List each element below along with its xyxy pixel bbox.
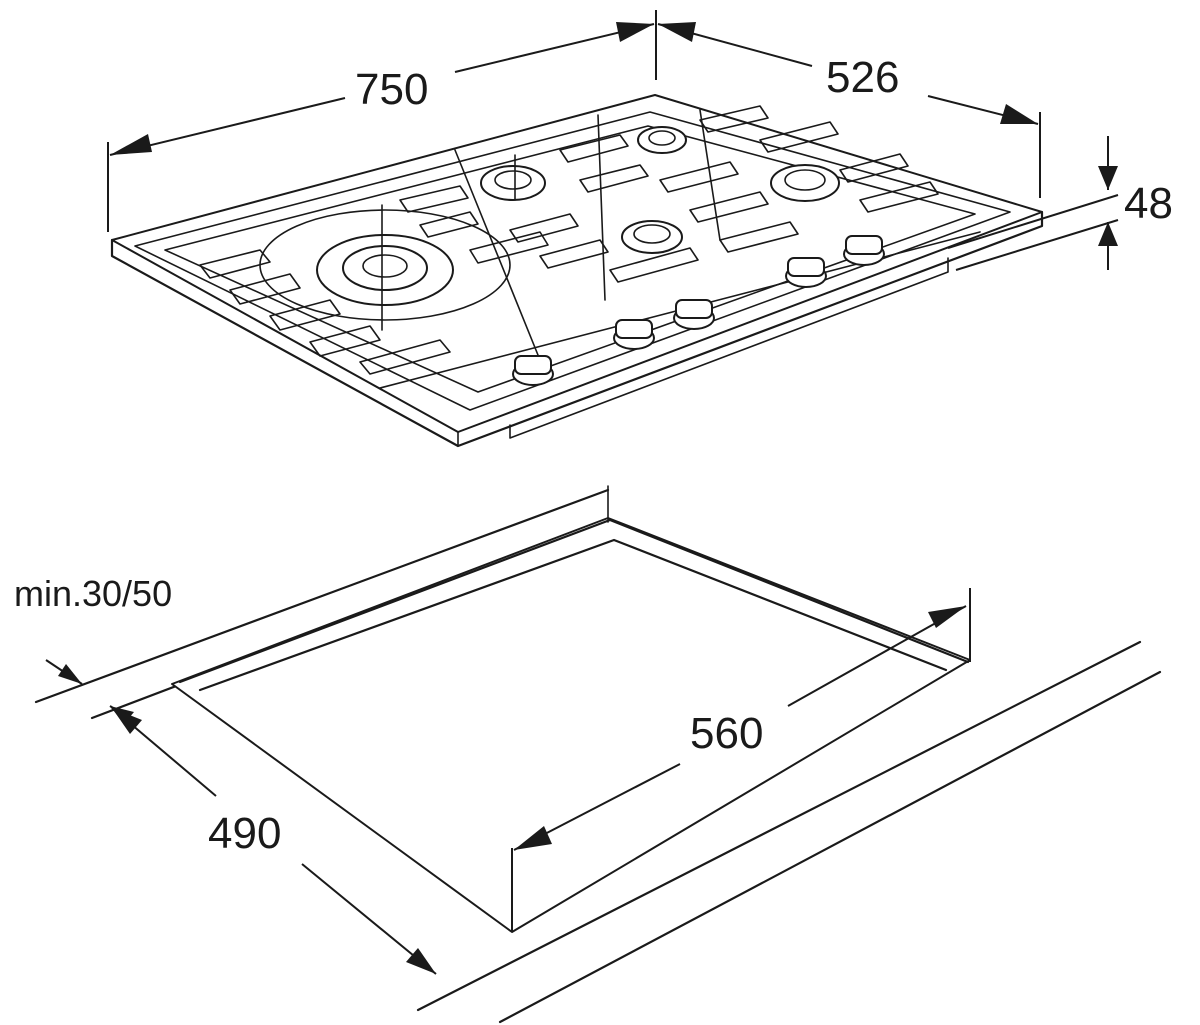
cutout-opening	[171, 517, 971, 933]
dimension-cutout-depth-490: 490	[111, 707, 437, 975]
pan-support-frame	[134, 111, 1011, 411]
dimension-width-750: 750	[107, 10, 657, 232]
arrow-526-left	[658, 22, 696, 42]
arrow-clearance-top	[58, 664, 82, 684]
label-hob-width: 750	[355, 65, 428, 114]
cutout-back-rim	[178, 518, 970, 684]
worktop-front-edge-2	[498, 670, 1162, 1024]
arrow-48-top	[1098, 166, 1118, 190]
pan-support-inner	[164, 125, 976, 393]
label-min-clearance: min.30/50	[14, 573, 172, 614]
arrow-48-bottom	[1098, 222, 1118, 246]
knob-4	[785, 257, 827, 288]
knob-5	[843, 235, 885, 266]
dimension-cutout-width-560: 560	[511, 588, 971, 932]
rear-left-burner	[480, 154, 546, 201]
arrow-490-top	[112, 708, 142, 734]
label-cutout-width: 560	[690, 709, 763, 758]
worktop-back-edge-1	[34, 488, 610, 704]
extension-line-48-bottom	[955, 219, 1119, 271]
cutout-inner-rim	[198, 538, 948, 692]
worktop-front-edge-1	[416, 640, 1142, 1012]
grate-bars	[199, 105, 939, 375]
right-burner	[770, 164, 840, 202]
rear-center-burner	[637, 126, 687, 154]
arrow-750-left	[110, 134, 152, 155]
hob-drawing	[110, 94, 1044, 448]
center-burner	[621, 220, 683, 254]
extension-line-48-top	[947, 194, 1119, 249]
label-cutout-depth: 490	[208, 809, 281, 858]
arrow-750-right	[616, 22, 654, 42]
knob-1	[512, 355, 554, 386]
dimension-depth-526: 526	[657, 22, 1041, 198]
arrow-490-bottom	[406, 948, 436, 974]
worktop-drawing	[34, 485, 1162, 1024]
hob-underside	[509, 257, 949, 439]
wok-burner	[259, 204, 511, 331]
arrow-560-right	[928, 606, 966, 628]
arrow-526-right	[1000, 104, 1038, 124]
label-hob-height: 48	[1124, 179, 1173, 228]
knob-2	[613, 319, 655, 350]
dimension-height-48: 48	[947, 136, 1173, 271]
arrow-560-left	[514, 826, 552, 850]
knob-3	[673, 299, 715, 330]
label-hob-depth: 526	[826, 53, 899, 102]
